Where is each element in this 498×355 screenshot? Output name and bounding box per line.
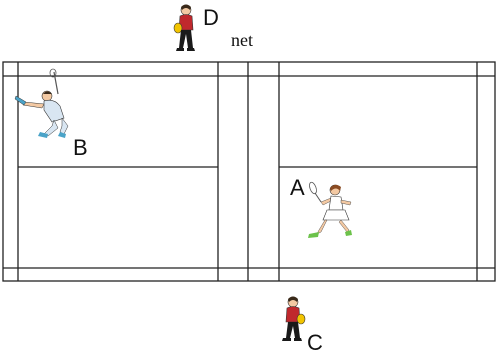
player-a-label: A (290, 175, 305, 200)
umpire-figure-icon (282, 296, 306, 341)
female-badminton-player-icon (308, 181, 352, 238)
player-b-label: B (73, 135, 88, 160)
player-c-figure (282, 296, 306, 341)
umpire-figure-icon (173, 4, 195, 51)
player-b-figure (14, 68, 69, 138)
player-c-label: C (307, 330, 323, 355)
player-d-figure (173, 4, 195, 51)
male-badminton-player-icon (14, 68, 69, 138)
court-lines (2, 61, 496, 282)
net-label: net (231, 30, 253, 50)
player-d-label: D (203, 5, 219, 30)
player-a-figure (308, 181, 352, 238)
court-outer-boundary (2, 61, 496, 282)
